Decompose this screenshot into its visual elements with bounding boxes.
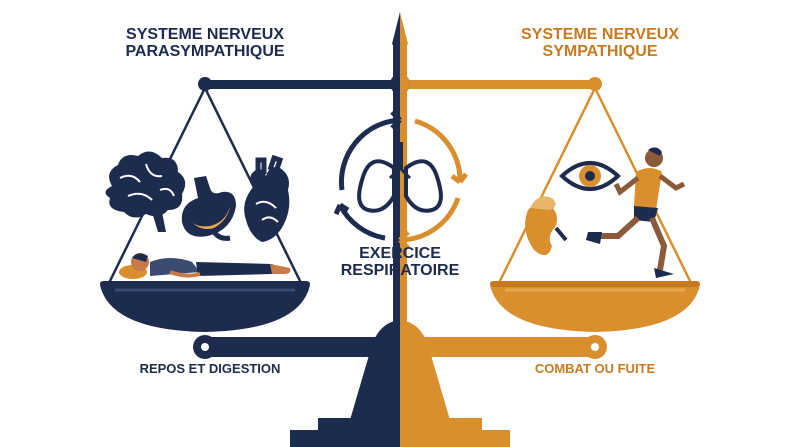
adrenal-kidney-icon: [525, 196, 568, 256]
scale-beam: [198, 74, 602, 94]
fight-flight-caption: COMBAT OU FUITE: [534, 361, 656, 376]
heart-icon: [244, 154, 290, 242]
sympathetic-title: SYSTEME NERVEUX SYMPATHIQUE: [490, 26, 710, 61]
rest-digest-caption: REPOS ET DIGESTION: [139, 361, 281, 376]
parasympathetic-title-line2: PARASYMPATHIQUE: [125, 42, 285, 60]
right-pan: [490, 281, 700, 332]
sympathetic-title-line2: SYMPATHIQUE: [542, 42, 658, 60]
brain-icon: [105, 151, 186, 232]
scale-pole: [392, 12, 408, 370]
scale-base: [290, 320, 510, 447]
breathing-cycle-arrows: [333, 110, 468, 250]
parasympathetic-title: SYSTEME NERVEUX PARASYMPATHIQUE: [95, 26, 315, 61]
lungs-icon: [357, 142, 443, 213]
resting-person-icon: [119, 253, 291, 279]
breathing-exercise-line2: RESPIRATOIRE: [340, 261, 460, 279]
breathing-exercise-line1: EXERCICE: [359, 245, 441, 262]
breathing-exercise-label: EXERCICE RESPIRATOIRE: [318, 245, 482, 280]
running-person-icon: [586, 147, 686, 278]
eye-icon: [559, 161, 621, 191]
sympathetic-title-line1: SYSTEME NERVEUX: [521, 26, 679, 43]
left-pan: [100, 281, 310, 332]
stomach-icon: [181, 176, 236, 241]
parasympathetic-title-line1: SYSTEME NERVEUX: [126, 26, 284, 43]
